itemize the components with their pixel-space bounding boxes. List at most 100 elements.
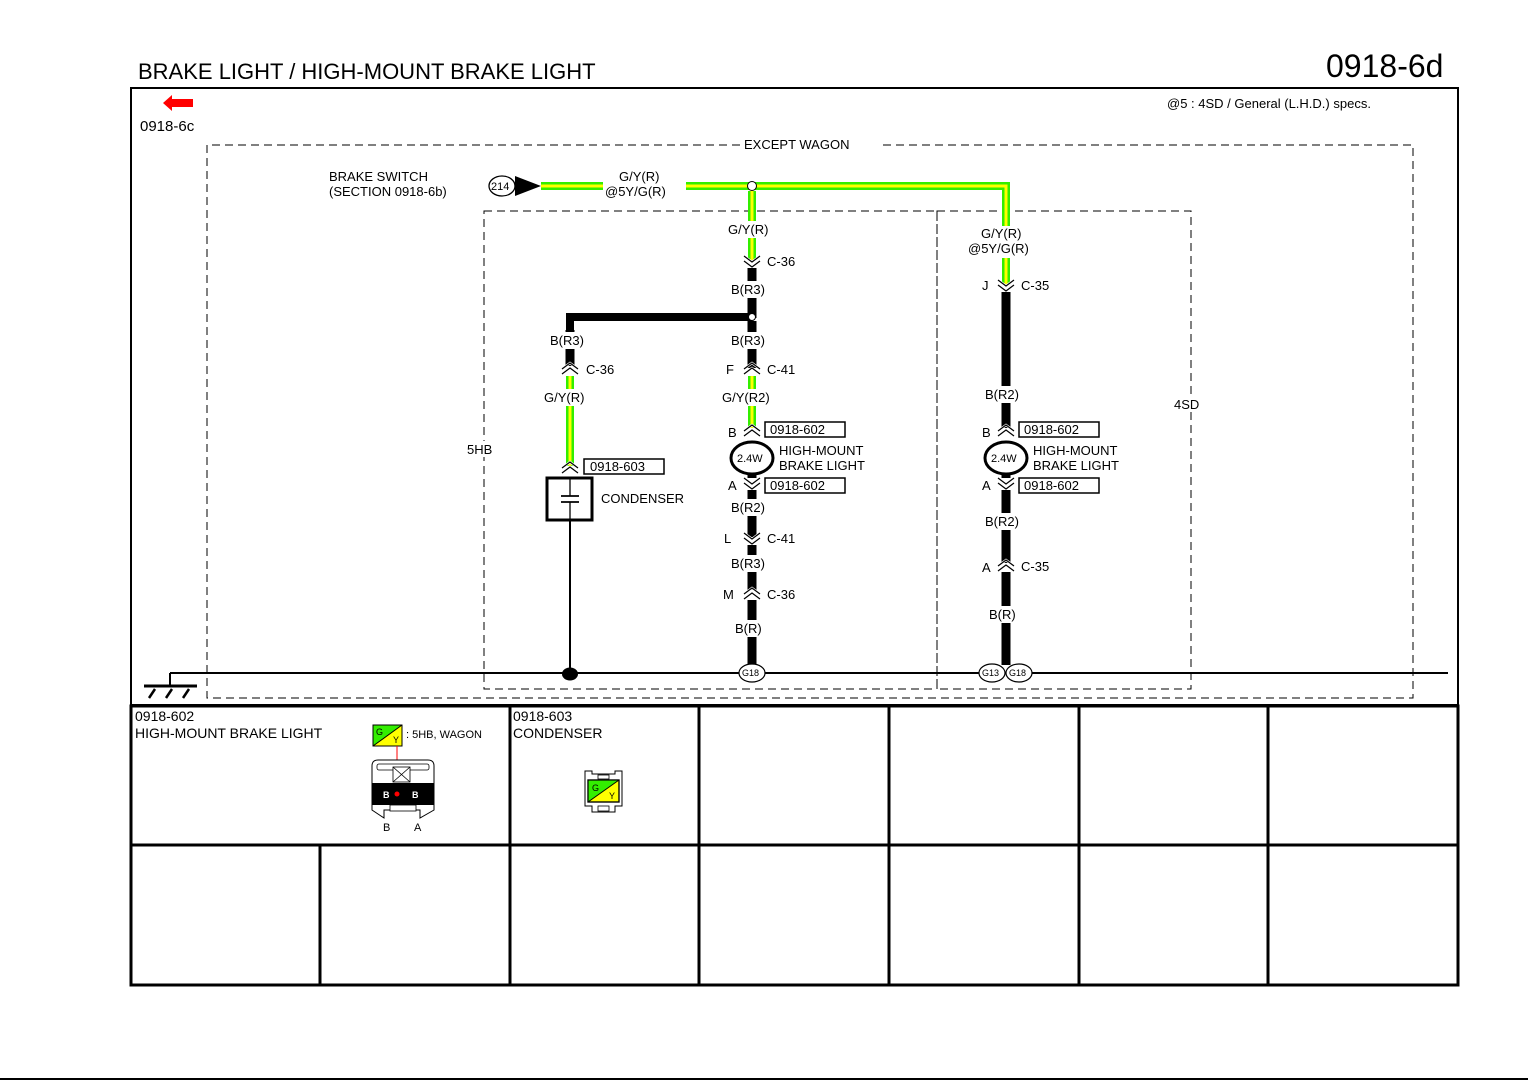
lamp-label: HIGH-MOUNT: [779, 443, 864, 458]
connector-ref[interactable]: 0918-603: [590, 459, 645, 474]
condenser-label: CONDENSER: [601, 491, 684, 506]
lamp-label: BRAKE LIGHT: [1033, 458, 1119, 473]
wire-label: G/Y(R): [544, 390, 584, 405]
connector-ref-box[interactable]: 0918-603: [583, 458, 665, 475]
connector-cell-0918-603: 0918-603 CONDENSER G Y: [513, 708, 623, 813]
connector-pin: M: [723, 587, 734, 602]
wire-label: G/Y(R2): [722, 390, 770, 405]
connector-face-icon: G Y: [584, 770, 623, 813]
legend-text: : 5HB, WAGON: [406, 729, 482, 741]
legend-y: Y: [609, 791, 615, 801]
arrow-right-icon: [515, 176, 541, 196]
connector-ref[interactable]: 0918-602: [1024, 478, 1079, 493]
ground-label: G18: [742, 668, 759, 678]
connector-pin: A: [982, 478, 991, 493]
connector-chevron-icon: [742, 476, 762, 491]
prev-page-label[interactable]: 0918-6c: [140, 118, 195, 135]
connector-pin: B: [728, 425, 737, 440]
left-arrow-icon[interactable]: [163, 95, 193, 111]
page-number: 0918-6d: [1326, 48, 1443, 84]
high-mount-brake-light-lamp-right: 2.4W: [983, 440, 1029, 476]
lamp-label: HIGH-MOUNT: [1033, 443, 1118, 458]
connector-code: 0918-603: [513, 708, 572, 724]
except-wagon-region: EXCEPT WAGON: [206, 137, 1414, 699]
connector-chevron-icon: [996, 476, 1016, 491]
lamp-wattage: 2.4W: [991, 453, 1017, 465]
lamp-label: BRAKE LIGHT: [779, 458, 865, 473]
wire-color-legend-icon: G Y: [372, 724, 403, 747]
ground-point-g13: G13: [978, 663, 1006, 683]
connector-label: C-36: [586, 362, 614, 377]
ground-bus: [144, 672, 1448, 699]
connector-label: C-36: [767, 587, 795, 602]
connector-cell-0918-602: 0918-602 HIGH-MOUNT BRAKE LIGHT G Y : 5H…: [135, 708, 482, 834]
high-mount-brake-light-lamp-center: 2.4W: [729, 440, 775, 476]
brake-switch-terminal[interactable]: 214: [488, 175, 541, 197]
prev-page-link[interactable]: 0918-6c: [140, 95, 195, 135]
connector-ref-box[interactable]: 0918-602: [1018, 477, 1100, 494]
connector-pin: A: [728, 478, 737, 493]
capacitor-icon: [561, 478, 579, 520]
brake-switch-terminal-number: 214: [491, 181, 509, 193]
connector-pin: J: [982, 278, 989, 293]
connector-label: C-36: [767, 254, 795, 269]
spec-note: @5 : 4SD / General (L.H.D.) specs.: [1167, 96, 1371, 111]
legend-g: G: [592, 783, 599, 793]
wire-label: G/Y(R): [981, 226, 1021, 241]
connector-label: C-41: [767, 362, 795, 377]
connector-pin: A: [982, 560, 991, 575]
ground-point-g18: G18: [1005, 663, 1033, 683]
wire-label: B(R3): [731, 333, 765, 348]
connector-label: C-41: [767, 531, 795, 546]
connector-label: C-35: [1021, 278, 1049, 293]
connector-ref[interactable]: 0918-602: [1024, 422, 1079, 437]
connector-table: [129, 704, 1460, 987]
terminal-label: B: [383, 822, 390, 834]
connector-ref-box[interactable]: 0918-602: [764, 421, 846, 438]
connector-code: 0918-602: [135, 708, 194, 724]
connector-pin: L: [724, 531, 731, 546]
wire-label: @5Y/G(R): [968, 241, 1029, 256]
brake-switch-section: (SECTION 0918-6b): [329, 184, 447, 199]
condenser-component: [545, 476, 594, 522]
connector-ref-box[interactable]: 0918-602: [764, 477, 846, 494]
connector-pin: F: [726, 362, 734, 377]
ground-label: G13: [982, 668, 999, 678]
terminal-label: A: [414, 822, 422, 834]
lamp-wattage: 2.4W: [737, 453, 763, 465]
wire-label-gy-at5: @5Y/G(R): [605, 184, 666, 199]
wire-label: B(R3): [731, 282, 765, 297]
page-bottom-rule: [0, 1078, 1528, 1080]
wire-gy-top: [541, 182, 1010, 230]
region-5hb-label: 5HB: [467, 442, 492, 457]
wire-label: B(R3): [731, 556, 765, 571]
region-5hb: 5HB: [467, 210, 938, 690]
connector-ref[interactable]: 0918-602: [770, 422, 825, 437]
wire-black-branch-left: [566, 313, 752, 333]
connector-ref[interactable]: 0918-602: [770, 478, 825, 493]
wire-label: B(R3): [550, 333, 584, 348]
connector-ref-box[interactable]: 0918-602: [1018, 421, 1100, 438]
ground-splice-point: [562, 667, 578, 681]
connector-name: HIGH-MOUNT BRAKE LIGHT: [135, 725, 323, 741]
region-4sd: 4SD: [936, 210, 1206, 690]
legend-g: G: [376, 727, 383, 737]
wire-label: B(R2): [985, 387, 1019, 402]
pin-label: B: [412, 790, 419, 800]
wire-label: G/Y(R): [728, 222, 768, 237]
wire-label: B(R2): [731, 500, 765, 515]
pin-label: B: [383, 790, 390, 800]
splice-point: [747, 181, 757, 191]
region-4sd-label: 4SD: [1174, 397, 1199, 412]
wire-label: B(R): [735, 621, 762, 636]
connector-label: C-35: [1021, 559, 1049, 574]
ground-label: G18: [1009, 668, 1026, 678]
splice-point: [748, 313, 756, 321]
connector-pin: B: [982, 425, 991, 440]
wire-label: B(R2): [985, 514, 1019, 529]
brake-switch-label: BRAKE SWITCH: [329, 169, 428, 184]
connector-name: CONDENSER: [513, 725, 602, 741]
legend-y: Y: [393, 735, 399, 745]
connector-face-icon: B B: [371, 759, 435, 819]
